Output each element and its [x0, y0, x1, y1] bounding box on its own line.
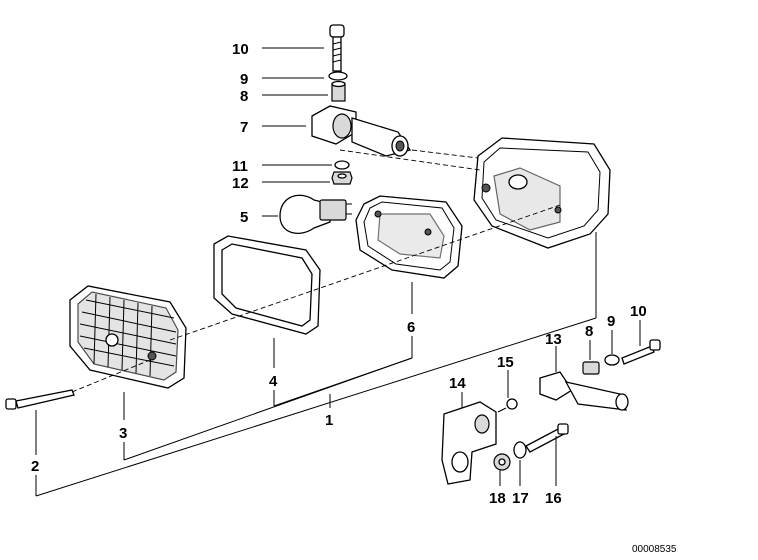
callout-6: 6 — [407, 319, 415, 336]
gasket — [213, 235, 321, 335]
callout-4: 4 — [269, 373, 278, 390]
screw-long — [5, 389, 75, 410]
lower-arm — [539, 371, 629, 411]
spacer-top — [331, 80, 346, 102]
bolt-16 — [525, 423, 569, 453]
callout-7: 7 — [240, 119, 248, 136]
callout-9-lower: 9 — [607, 313, 615, 330]
callout-15: 15 — [497, 354, 514, 371]
callout-13: 13 — [545, 331, 562, 348]
bolt-lower-right — [621, 339, 661, 365]
callout-17: 17 — [512, 490, 529, 507]
lens — [69, 285, 187, 389]
callout-1: 1 — [325, 412, 333, 429]
washer-top — [328, 71, 348, 81]
callout-8-top: 8 — [240, 88, 248, 105]
callout-18: 18 — [489, 490, 506, 507]
callout-14: 14 — [449, 375, 466, 392]
callout-11: 11 — [232, 158, 248, 175]
washer-lower — [334, 160, 350, 170]
callout-2: 2 — [31, 458, 39, 475]
callout-10-lower: 10 — [630, 303, 647, 320]
bracket — [441, 401, 497, 485]
assembly-guides — [71, 149, 561, 393]
callout-5: 5 — [240, 209, 248, 226]
reflector — [355, 195, 463, 279]
leader-lines — [35, 47, 641, 497]
bolt-top — [329, 24, 345, 72]
washer-lower-right — [604, 354, 620, 366]
washer-17 — [513, 441, 527, 459]
callout-16: 16 — [545, 490, 562, 507]
callout-10-top: 10 — [232, 41, 249, 58]
reference-number: 00008535 — [632, 544, 677, 555]
screw-small — [497, 398, 518, 413]
spacer-lower — [582, 361, 600, 375]
callout-3: 3 — [119, 425, 127, 442]
callout-8-lower: 8 — [585, 323, 593, 340]
callout-12: 12 — [232, 175, 249, 192]
nut-18 — [493, 453, 511, 471]
bulb — [279, 194, 352, 234]
rear-housing — [473, 137, 611, 249]
nut-lower — [331, 171, 353, 185]
mounting-arm — [311, 105, 412, 157]
callout-9-top: 9 — [240, 71, 248, 88]
